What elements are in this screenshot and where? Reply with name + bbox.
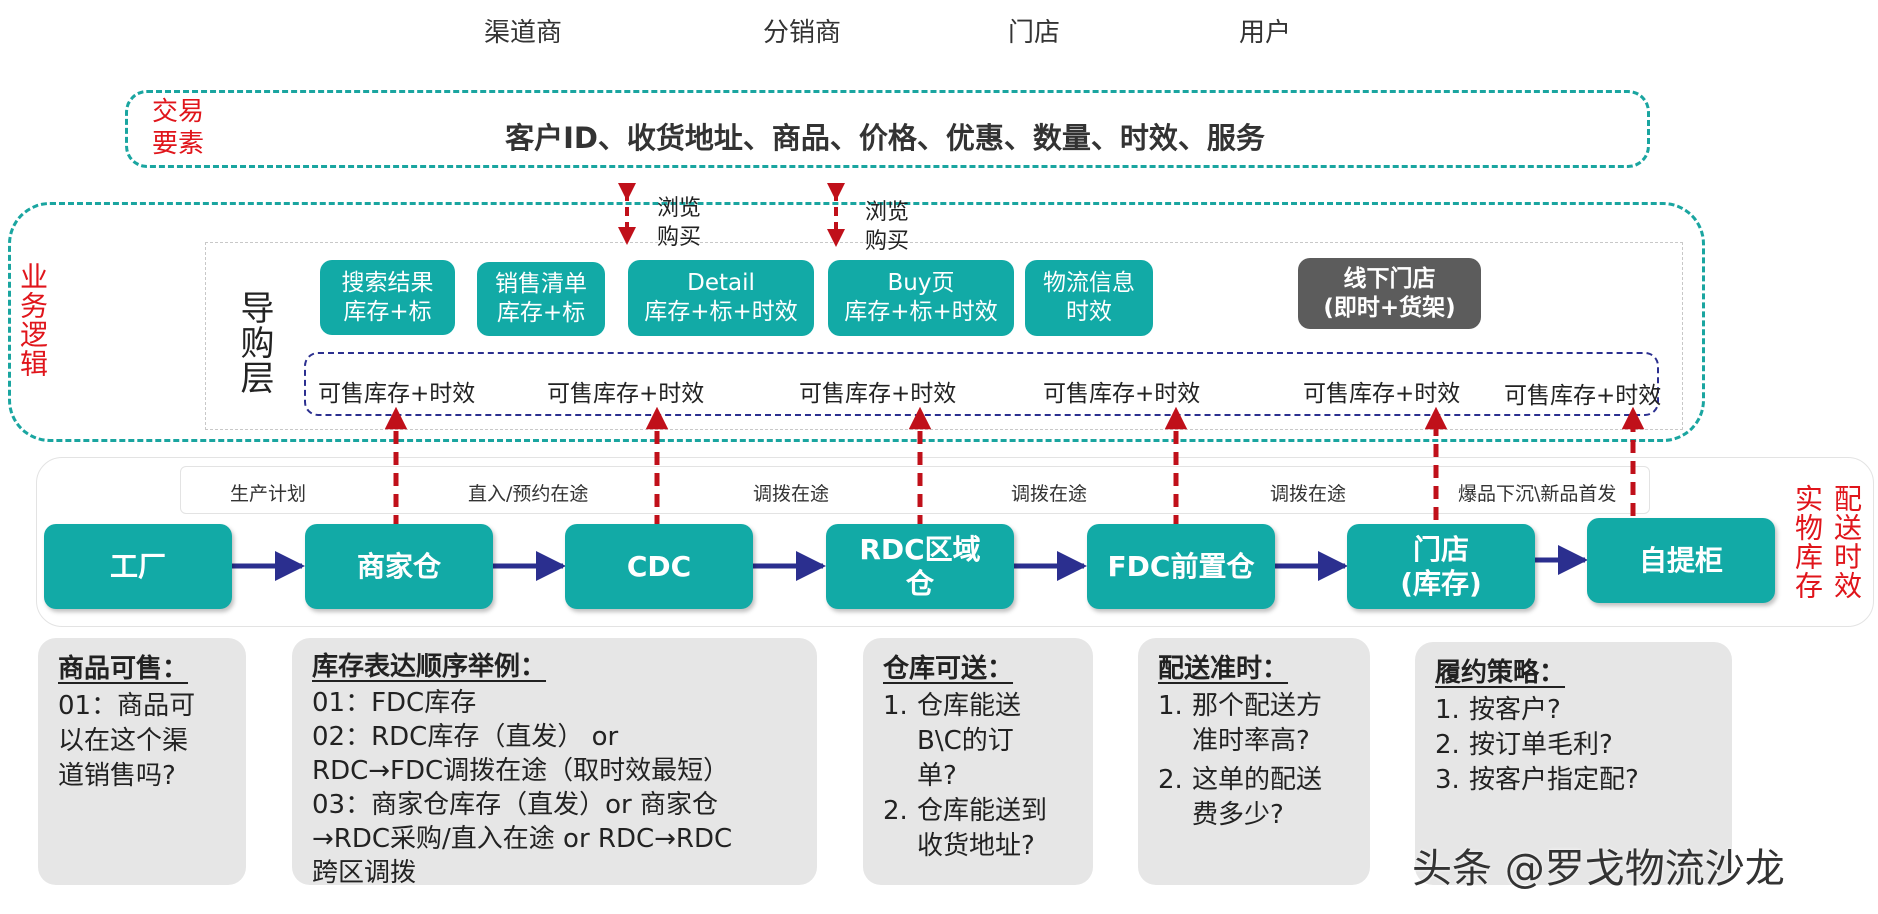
guide-layer-label: 导购层 [234, 290, 274, 395]
flow-label-direct-transit: 直入/预约在途 [468, 483, 589, 505]
card-delivery-ontime: 配送准时： 1. 那个配送方 准时率高? 2. 这单的配送 费多少? [1138, 638, 1370, 885]
saleable-5: 可售库存+时效 [1303, 381, 1461, 407]
card-fulfillment-strategy-text-2: 按订单毛利? [1469, 730, 1613, 760]
browse-label-2: 浏览 购买 [865, 200, 910, 254]
card-warehouse-deliverable: 仓库可送： 1. 仓库能送 B\C的订 单? 2. 仓库能送到 收货地址? [863, 638, 1093, 885]
card-product-saleable: 商品可售： 01：商品可 以在这个渠 道销售吗? [38, 638, 246, 885]
card-inventory-order-line-1: 01：FDC库存 [312, 688, 477, 718]
node-store: 门店 (库存) [1347, 524, 1535, 609]
flow-label-transfer-2: 调拨在途 [1011, 483, 1088, 505]
card-warehouse-deliverable-num-2: 2. [883, 796, 908, 826]
saleable-2: 可售库存+时效 [547, 381, 705, 407]
card-warehouse-deliverable-item-2: 2. 仓库能送到 收货地址? [883, 794, 1073, 864]
card-warehouse-deliverable-title: 仓库可送： [883, 654, 1014, 684]
flow-label-production-plan: 生产计划 [230, 483, 307, 505]
card-fulfillment-strategy-title: 履约策略： [1435, 658, 1566, 688]
flow-label-transfer-3: 调拨在途 [1270, 483, 1347, 505]
saleable-4: 可售库存+时效 [1043, 381, 1201, 407]
node-cdc: CDC [565, 524, 753, 609]
business-logic-label: 业务逻辑 [16, 262, 49, 378]
saleable-3: 可售库存+时效 [799, 381, 957, 407]
card-fulfillment-strategy-num-1: 1. [1435, 695, 1460, 725]
browse-label-1: 浏览 购买 [657, 196, 702, 250]
page-search-results: 搜索结果 库存+标 [320, 260, 455, 335]
label-user: 用户 [1238, 18, 1291, 48]
card-delivery-ontime-title: 配送准时： [1158, 654, 1289, 684]
saleable-6: 可售库存+时效 [1504, 383, 1662, 409]
card-delivery-ontime-item-1: 1. 那个配送方 准时率高? [1158, 689, 1350, 759]
page-buy: Buy页 库存+标+时效 [828, 260, 1014, 336]
node-merchant-warehouse: 商家仓 [305, 524, 493, 609]
business-logic-box [8, 202, 1705, 442]
node-pickup-locker: 自提柜 [1587, 518, 1775, 603]
right-label-physical-inventory: 实物库存 [1791, 484, 1824, 600]
right-label-delivery-time: 配送时效 [1830, 484, 1863, 600]
card-warehouse-deliverable-item-1: 1. 仓库能送 B\C的订 单? [883, 689, 1073, 794]
card-fulfillment-strategy-text-3: 按客户指定配? [1469, 765, 1639, 795]
node-fdc: FDC前置仓 [1087, 524, 1275, 609]
card-delivery-ontime-text-1: 那个配送方 准时率高? [1192, 691, 1323, 756]
transaction-label: 交易 要素 [152, 96, 204, 160]
saleable-1: 可售库存+时效 [318, 381, 476, 407]
physical-flow-box [36, 457, 1874, 627]
card-inventory-order-title: 库存表达顺序举例： [312, 652, 547, 682]
card-delivery-ontime-item-2: 2. 这单的配送 费多少? [1158, 763, 1350, 833]
page-sales-list: 销售清单 库存+标 [477, 262, 605, 336]
card-warehouse-deliverable-num-1: 1. [883, 691, 908, 721]
card-inventory-order-line-4: 03：商家仓库存（直发）or 商家仓 [312, 790, 718, 820]
saleable-inventory-box [304, 352, 1659, 416]
card-fulfillment-strategy-item-1: 1. 按客户? [1435, 693, 1712, 728]
guide-layer-box [205, 242, 1683, 430]
card-inventory-order-line-2: 02：RDC库存（直发） or [312, 722, 619, 752]
node-factory: 工厂 [44, 524, 232, 609]
card-fulfillment-strategy-num-2: 2. [1435, 730, 1460, 760]
transaction-content: 客户ID、收货地址、商品、价格、优惠、数量、时效、服务 [505, 121, 1265, 155]
card-fulfillment-strategy-text-1: 按客户? [1469, 695, 1561, 725]
card-product-saleable-title: 商品可售： [58, 654, 189, 684]
card-fulfillment-strategy-item-3: 3. 按客户指定配? [1435, 763, 1712, 798]
card-delivery-ontime-num-2: 2. [1158, 765, 1183, 795]
flow-label-transfer-1: 调拨在途 [753, 483, 830, 505]
offline-store-box: 线下门店 (即时+货架) [1298, 258, 1481, 329]
card-product-saleable-body: 01：商品可 以在这个渠 道销售吗? [58, 691, 196, 791]
label-distributor: 分销商 [762, 18, 841, 48]
label-store: 门店 [1007, 18, 1060, 48]
card-inventory-order-line-3: RDC→FDC调拨在途（取时效最短） [312, 756, 730, 786]
flow-label-hot-sinking: 爆品下沉\新品首发 [1458, 483, 1617, 505]
card-fulfillment-strategy: 履约策略： 1. 按客户? 2. 按订单毛利? 3. 按客户指定配? [1415, 642, 1732, 885]
card-fulfillment-strategy-num-3: 3. [1435, 765, 1460, 795]
card-warehouse-deliverable-text-2: 仓库能送到 收货地址? [917, 796, 1048, 861]
card-fulfillment-strategy-item-2: 2. 按订单毛利? [1435, 728, 1712, 763]
watermark: 头条 @罗戈物流沙龙 [1412, 846, 1785, 892]
card-inventory-order: 库存表达顺序举例： 01：FDC库存 02：RDC库存（直发） or RDC→F… [292, 638, 817, 888]
card-delivery-ontime-text-2: 这单的配送 费多少? [1192, 765, 1323, 830]
card-inventory-order-line-6: 跨区调拨 [312, 858, 417, 888]
transaction-label-line1: 交易 [152, 97, 205, 127]
card-inventory-order-line-5: →RDC采购/直入在途 or RDC→RDC [312, 824, 733, 854]
page-detail: Detail 库存+标+时效 [628, 260, 814, 336]
label-channel: 渠道商 [483, 18, 562, 48]
node-rdc: RDC区域 仓 [826, 524, 1014, 609]
flow-label-band [180, 466, 1650, 514]
page-logistics-info: 物流信息 时效 [1025, 260, 1153, 336]
transaction-label-line2: 要素 [152, 129, 205, 159]
card-delivery-ontime-num-1: 1. [1158, 691, 1183, 721]
transaction-elements-box [125, 90, 1650, 168]
card-warehouse-deliverable-text-1: 仓库能送 B\C的订 单? [917, 691, 1022, 791]
